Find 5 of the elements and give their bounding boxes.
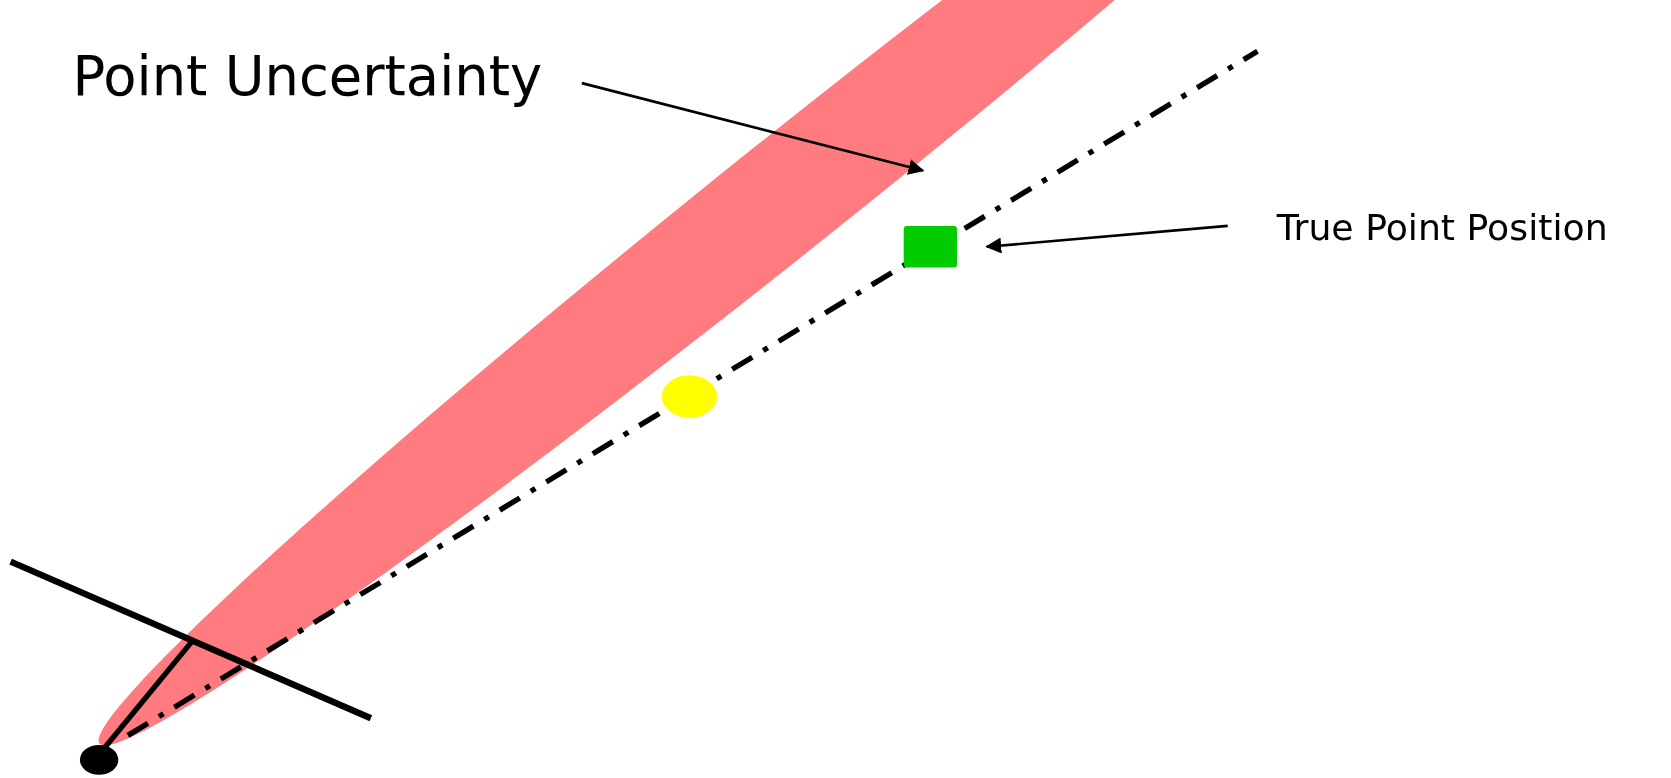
true-point-marker	[903, 225, 957, 268]
leader-arrow	[985, 224, 1228, 254]
leader-arrow	[581, 81, 925, 175]
annotation-label: True Point Position	[1276, 207, 1608, 248]
heading-label: Point Uncertainty	[72, 46, 543, 107]
